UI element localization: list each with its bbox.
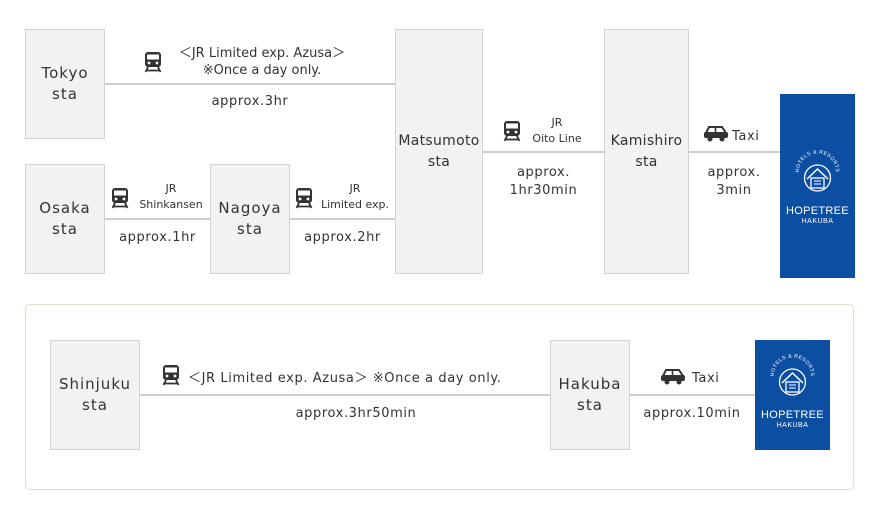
route-line-nagoya-matsumoto — [289, 218, 396, 220]
train-icon — [111, 188, 129, 209]
route-line-kamishiro-hotel — [688, 151, 780, 153]
route-line-osaka-nagoya — [104, 218, 211, 220]
station-name: Hakuba — [558, 375, 622, 393]
train-icon — [503, 121, 521, 142]
station-suffix: sta — [237, 220, 263, 238]
route-operator: JR — [551, 116, 563, 129]
travel-time: approx.10min — [643, 406, 741, 421]
route-operator: JR — [165, 182, 177, 195]
travel-time: approx. — [516, 165, 571, 180]
station-suffix: sta — [52, 220, 78, 238]
route-note: ※Once a day only. — [202, 63, 322, 78]
taxi-icon — [704, 126, 728, 142]
route-name: Limited exp. — [320, 198, 390, 211]
train-icon — [295, 188, 313, 209]
station-matsumoto: Matsumoto sta — [395, 29, 483, 274]
alternative-route-panel — [25, 304, 854, 490]
route-name: ＜JR Limited exp. Azusa＞ ※Once a day only… — [188, 371, 502, 386]
travel-time: approx.1hr — [119, 230, 196, 245]
travel-time: approx.3hr50min — [295, 406, 417, 421]
hopetree-logo: HOTELS & RESORTS HOPETREE HAKUBA — [780, 94, 855, 278]
travel-time: approx. — [707, 165, 761, 180]
taxi-icon — [661, 369, 685, 385]
train-icon — [144, 52, 162, 73]
route-line-hakuba-hotel — [629, 394, 755, 396]
logo-name: HOPETREE — [786, 205, 849, 217]
train-icon — [162, 365, 180, 386]
travel-time: approx.3hr — [211, 94, 289, 109]
station-name: Shinjuku — [58, 375, 132, 393]
station-osaka: Osaka sta — [25, 164, 105, 274]
route-name: Oito Line — [532, 132, 582, 145]
route-name: Shinkansen — [139, 198, 203, 211]
route-name: ＜JR Limited exp. Azusa＞ — [178, 46, 346, 61]
station-suffix: sta — [82, 396, 108, 414]
hopetree-emblem-icon: HOTELS & RESORTS — [770, 353, 815, 396]
station-suffix: sta — [52, 85, 78, 103]
station-kamishiro: Kamishiro sta — [604, 29, 689, 274]
station-name: Osaka — [39, 199, 91, 217]
station-shinjuku: Shinjuku sta — [50, 340, 140, 450]
logo-sub: HAKUBA — [801, 218, 834, 225]
transport-mode: Taxi — [732, 129, 760, 144]
station-hakuba: Hakuba sta — [550, 340, 630, 450]
logo-name: HOPETREE — [761, 409, 824, 421]
station-nagoya: Nagoya sta — [210, 164, 290, 274]
station-name: Kamishiro — [610, 132, 683, 149]
station-suffix: sta — [427, 153, 451, 170]
travel-time: 1hr30min — [509, 183, 578, 198]
hopetree-logo: HOTELS & RESORTS HOPETREE HAKUBA — [755, 340, 830, 450]
route-line-tokyo-matsumoto — [104, 83, 396, 85]
travel-time: approx.2hr — [304, 230, 381, 245]
route-line-shinjuku-hakuba — [139, 394, 551, 396]
route-line-matsumoto-kamishiro — [482, 151, 605, 153]
route-operator: JR — [349, 182, 361, 195]
station-suffix: sta — [635, 153, 658, 170]
station-name: Matsumoto — [398, 132, 480, 149]
station-name: Nagoya — [218, 199, 282, 217]
station-name: Tokyo — [41, 64, 89, 82]
travel-time: 3min — [716, 183, 752, 198]
station-suffix: sta — [577, 396, 603, 414]
transport-mode: Taxi — [692, 371, 720, 386]
station-tokyo: Tokyo sta — [25, 29, 105, 139]
logo-sub: HAKUBA — [776, 422, 809, 429]
hopetree-emblem-icon: HOTELS & RESORTS — [795, 149, 840, 192]
